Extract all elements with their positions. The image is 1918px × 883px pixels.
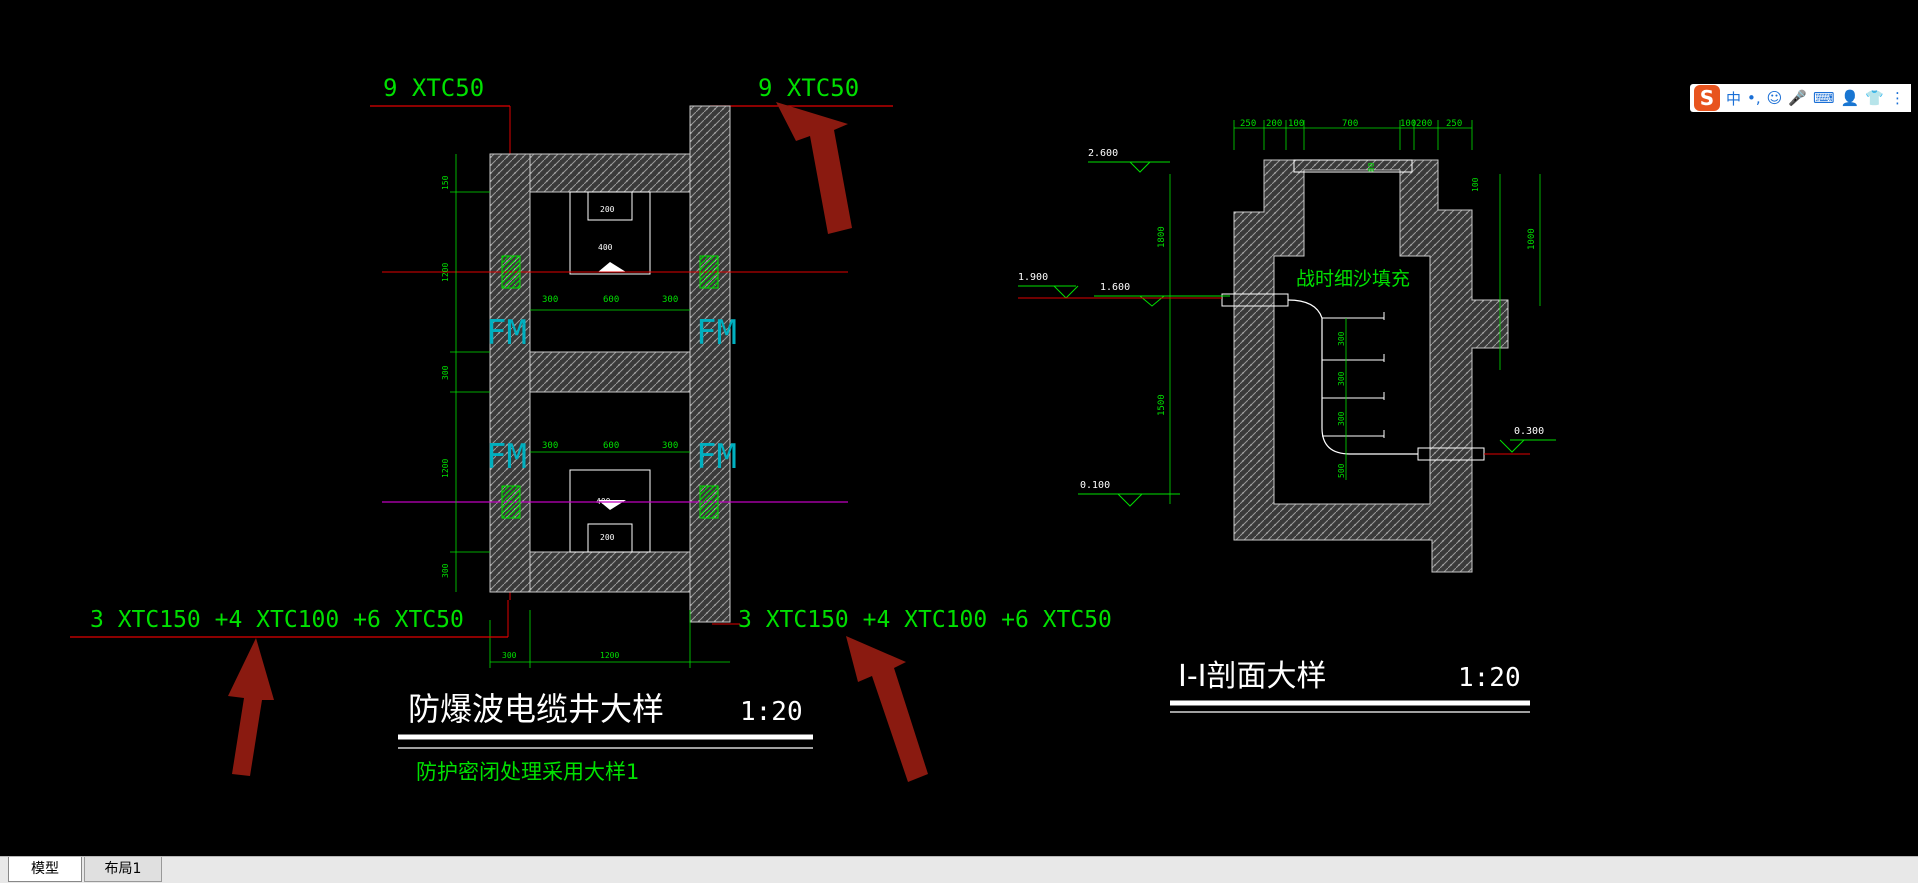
section-title: I-I剖面大样	[1178, 659, 1327, 694]
more-icon[interactable]: ⋮	[1890, 89, 1905, 107]
dim-text: 1000	[1527, 228, 1537, 250]
annotation-arrow	[776, 102, 852, 234]
dim-text: 100	[1400, 119, 1416, 129]
dim-text: 300	[662, 441, 678, 451]
keyboard-icon[interactable]: ⌨	[1812, 89, 1835, 107]
dim-text: 300	[1337, 371, 1346, 386]
fixture-outline	[587, 523, 633, 553]
elevation-label: 1.600	[1100, 282, 1130, 293]
wall	[689, 105, 731, 623]
wall	[529, 551, 691, 593]
tab-model[interactable]: 模型	[8, 857, 82, 882]
punctuation-icon[interactable]: •,	[1747, 89, 1761, 107]
fixture-outline	[587, 191, 633, 221]
dim-text: 300	[441, 365, 450, 380]
elevation-label: 0.100	[1080, 480, 1110, 491]
dim-text: 600	[603, 441, 619, 451]
detail-scale: 1:20	[740, 697, 803, 727]
dimension-lines	[450, 154, 730, 668]
dim-text: 300	[542, 441, 558, 451]
dim-text: 150	[441, 175, 450, 190]
section-detail: 战时细沙填充 300 300 300 500 250 200 100 700 1…	[1018, 119, 1556, 713]
fm-label: FM	[696, 313, 737, 353]
dim-text: 1200	[441, 459, 450, 478]
cable-label: 9 XTC50	[758, 74, 859, 102]
dim-text: 300	[441, 563, 450, 578]
dim-text: 250	[1446, 119, 1462, 129]
detail-subtitle: 防护密闭处理采用大样1	[416, 760, 639, 784]
sogou-logo-icon[interactable]: S	[1694, 85, 1720, 111]
microphone-icon[interactable]: 🎤	[1788, 89, 1807, 107]
dim-text: 80	[1367, 162, 1376, 172]
elevation-label: 2.600	[1088, 148, 1118, 159]
dimension-lines	[1169, 120, 1541, 504]
tab-layout1[interactable]: 布局1	[84, 857, 162, 882]
dim-text: 1500	[1157, 394, 1167, 416]
dim-text: 300	[1337, 411, 1346, 426]
dim-text: 200	[1416, 119, 1432, 129]
dim-text: 200	[600, 205, 615, 214]
dim-text: 500	[1337, 463, 1346, 478]
cable-label: 9 XTC50	[383, 74, 484, 102]
dim-text: 600	[603, 295, 619, 305]
elevation-label: 1.900	[1018, 272, 1048, 283]
dim-text: 300	[502, 651, 517, 660]
dim-text: 250	[1240, 119, 1256, 129]
cable-brackets	[1322, 312, 1385, 438]
detail-title: 防爆波电缆井大样	[408, 690, 664, 728]
elevation-label: 0.300	[1514, 426, 1544, 437]
dim-text: 300	[662, 295, 678, 305]
sleeve	[501, 255, 521, 289]
user-icon[interactable]: 👤	[1840, 89, 1860, 107]
dim-text: 400	[598, 243, 613, 252]
sleeve	[699, 485, 719, 519]
fm-label: FM	[486, 313, 527, 353]
layout-tabs: 模型 布局1	[0, 856, 1918, 883]
elevation-markers	[1018, 161, 1556, 507]
dim-text: 300	[542, 295, 558, 305]
ime-toolbar[interactable]: S 中 •, ☺ 🎤 ⌨ 👤 👕 ⋮	[1690, 84, 1911, 112]
cable-label: 3 XTC150 +4 XTC100 +6 XTC50	[90, 607, 464, 633]
sleeve	[699, 255, 719, 289]
dim-text: 200	[1266, 119, 1282, 129]
dim-text: 1800	[1157, 226, 1167, 248]
cover-plate	[1293, 159, 1413, 173]
dim-text: 1200	[600, 651, 619, 660]
emoji-icon[interactable]: ☺	[1766, 89, 1783, 107]
cable-label: 3 XTC150 +4 XTC100 +6 XTC50	[738, 607, 1112, 633]
arrow-mark	[598, 262, 626, 272]
cable-path	[1287, 299, 1418, 455]
wall	[529, 351, 691, 393]
annotation-arrow	[846, 636, 928, 782]
skin-icon[interactable]: 👕	[1865, 89, 1884, 107]
wall	[489, 153, 531, 593]
fill-note: 战时细沙填充	[1296, 268, 1410, 290]
sleeve	[501, 485, 521, 519]
annotation-arrows	[228, 102, 928, 782]
cad-drawing-canvas[interactable]: 9 XTC50 9 XTC50 200 400 400 200 FM FM FM…	[0, 0, 1918, 856]
fm-label: FM	[486, 437, 527, 477]
section-scale: 1:20	[1458, 663, 1521, 693]
dim-text: 200	[600, 533, 615, 542]
dim-text: 1200	[441, 263, 450, 282]
ime-mode-toggle[interactable]: 中	[1726, 89, 1742, 108]
cable-well-detail: 9 XTC50 9 XTC50 200 400 400 200 FM FM FM…	[70, 74, 1112, 784]
dim-text: 100	[1471, 177, 1480, 192]
dim-text: 700	[1342, 119, 1358, 129]
cavity	[1273, 169, 1431, 505]
dim-text: 100	[1288, 119, 1304, 129]
annotation-arrow	[228, 638, 274, 776]
dim-text: 300	[1337, 331, 1346, 346]
fm-label: FM	[696, 437, 737, 477]
